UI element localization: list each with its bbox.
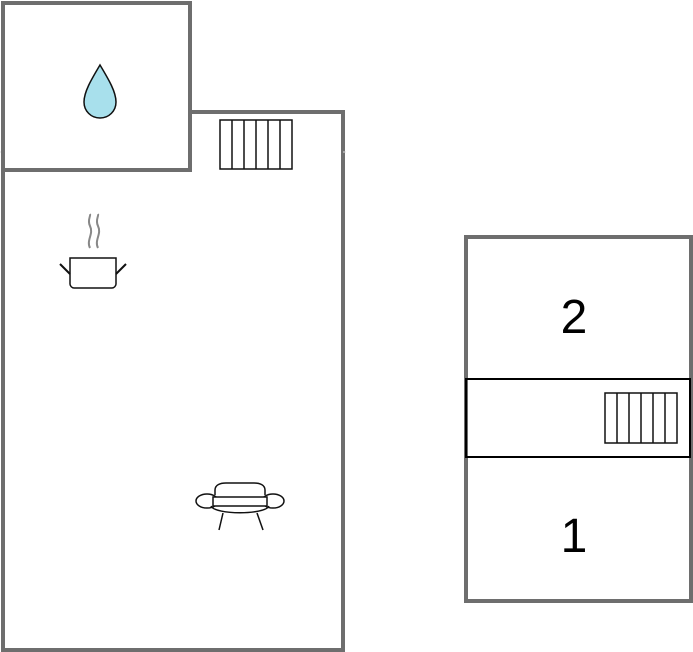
room-label-2: 2	[561, 291, 588, 344]
room-label-1: 1	[561, 510, 588, 563]
armchair-icon	[195, 482, 285, 531]
bathroom-wall	[1, 1, 192, 172]
water-drop-icon	[83, 63, 117, 119]
upper-floor: 2 1	[464, 235, 693, 603]
upper-stairs-icon	[604, 392, 678, 444]
cooking-pot-icon	[59, 213, 127, 289]
ground-floor-outer-wall	[1, 110, 345, 652]
ground-floor	[0, 1, 346, 652]
upper-floor-hallway	[465, 378, 691, 458]
bathroom	[1, 1, 192, 172]
stairs-icon	[219, 119, 293, 170]
